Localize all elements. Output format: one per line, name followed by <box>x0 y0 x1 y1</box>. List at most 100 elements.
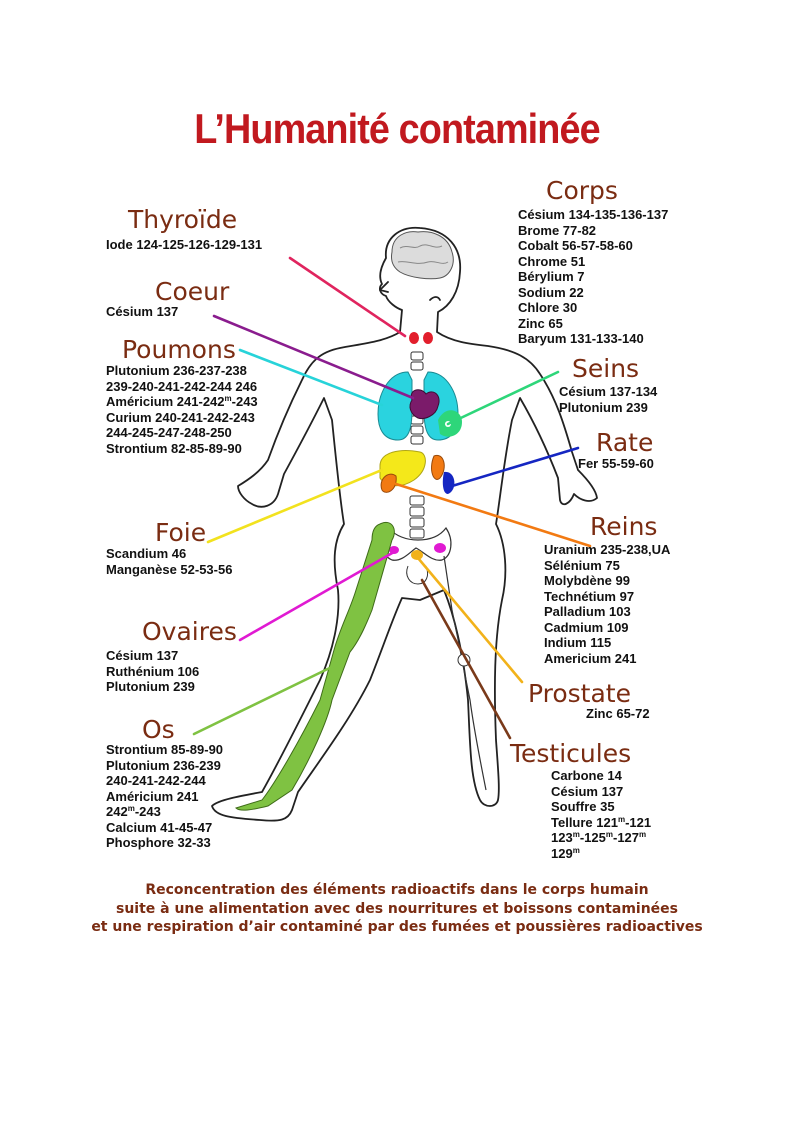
spleen-organ <box>442 471 455 494</box>
foie-label: Foie <box>155 518 207 547</box>
coeur-label: Coeur <box>155 277 230 306</box>
prostate-leader-line <box>416 556 524 684</box>
element-list-item: Plutonium 239 <box>559 399 648 415</box>
element-list-item: Plutonium 236-239 <box>106 757 221 773</box>
element-list-item: 123m-125m-127m <box>551 830 647 845</box>
prostate-label: Prostate <box>528 679 631 708</box>
element-list-item: Curium 240-241-242-243 <box>106 409 255 425</box>
element-list-item: Technétium 97 <box>544 588 635 604</box>
element-list-item: Carbone 14 <box>551 768 622 783</box>
testicules-label: Testicules <box>510 739 632 768</box>
rate-elements-list: Fer 55-59-60 <box>578 456 654 472</box>
element-list-item: Ruthénium 106 <box>106 663 200 679</box>
element-list-item: Scandium 46 <box>106 546 187 561</box>
element-list-item: Césium 134-135-136-137 <box>518 207 669 222</box>
element-list-item: Souffre 35 <box>551 799 615 814</box>
leg-bone-green <box>235 522 395 811</box>
brain-illustration <box>391 231 454 280</box>
element-list-item: Zinc 65-72 <box>586 706 650 721</box>
element-list-item: Césium 137 <box>106 648 179 663</box>
head-outline <box>211 226 598 822</box>
page-title: L’Humanité contaminée <box>194 105 600 152</box>
coeur-leader-line <box>212 314 415 400</box>
element-list-item: 244-245-247-248-250 <box>106 425 232 440</box>
coeur-elements-list: Césium 137 <box>106 304 178 320</box>
seins-label: Seins <box>572 354 640 383</box>
element-list-item: 129m <box>551 845 580 861</box>
reins-label: Reins <box>590 512 658 541</box>
os-label: Os <box>142 715 175 744</box>
element-list-item: Molybdène 99 <box>544 573 630 588</box>
os-leader-line <box>192 660 344 736</box>
kidney-left-organ <box>380 473 397 493</box>
caption-line-2: suite à une alimentation avec des nourri… <box>115 900 679 917</box>
element-list-item: Strontium 82-85-89-90 <box>106 440 242 456</box>
element-list-item: Iode 124-125-126-129-131 <box>106 237 263 252</box>
poumons-label: Poumons <box>122 335 236 364</box>
element-list-item: Américium 241 <box>106 788 199 804</box>
footer-caption: Reconcentration des éléments radioactifs… <box>0 881 794 937</box>
thyroide-leader-line <box>288 256 407 338</box>
ovaires-label: Ovaires <box>142 617 237 646</box>
reins-leader-line <box>394 482 592 548</box>
element-list-item: Césium 137 <box>551 783 624 799</box>
caption-line-1: Reconcentration des éléments radioactifs… <box>145 882 649 898</box>
poumons-leader-line <box>238 348 384 407</box>
element-list-item: Strontium 85-89-90 <box>106 742 224 757</box>
element-list-item: Plutonium 239 <box>106 679 195 694</box>
element-list-item: Tellure 121m-121 <box>551 814 652 830</box>
caption-line-3: et une respiration d’air contaminé par d… <box>91 919 703 935</box>
element-list-item: Indium 115 <box>544 635 612 650</box>
kidney-right-organ <box>431 454 445 480</box>
element-list-item: 239-240-241-242-244 246 <box>106 378 258 394</box>
element-list-item: Americium 241 <box>544 650 637 666</box>
element-list-item: Chlore 30 <box>518 300 578 315</box>
element-list-item: Manganèse 52-53-56 <box>106 561 233 577</box>
prostate-organ <box>411 550 423 560</box>
element-list-item: Brome 77-82 <box>518 222 597 238</box>
element-list-item: Césium 137-134 <box>559 384 658 399</box>
element-list-item: Plutonium 236-237-238 <box>106 363 247 378</box>
element-list-item: Zinc 65 <box>518 315 563 331</box>
rate-label: Rate <box>596 428 654 457</box>
heart-organ <box>409 389 440 419</box>
ovary-right-organ <box>434 543 446 553</box>
element-list-item: Sodium 22 <box>518 284 584 300</box>
element-list-item: Palladium 103 <box>544 604 631 619</box>
element-list-item: Phosphore 32-33 <box>106 835 211 850</box>
element-list-item: Calcium 41-45-47 <box>106 819 213 835</box>
genital-outline <box>406 565 429 585</box>
element-list-item: Américium 241-242m-243 <box>106 394 258 409</box>
ovaires-leader-line <box>238 550 396 642</box>
thyroide-label: Thyroïde <box>128 205 238 234</box>
element-list-item: Baryum 131-133-140 <box>518 331 644 346</box>
element-list-item: Cobalt 56-57-58-60 <box>518 238 633 253</box>
element-list-item: Uranium 235-238,UA <box>544 542 671 557</box>
element-list-item: Cadmium 109 <box>544 619 629 635</box>
element-list-item: 242m-243 <box>106 804 161 819</box>
thyroide-elements-list: Iode 124-125-126-129-131 <box>106 237 262 253</box>
testicules-leader-line <box>420 578 512 740</box>
prostate-elements-list: Zinc 65-72 <box>586 706 650 722</box>
lung-left-organ <box>377 371 413 441</box>
leg-bone-white <box>443 555 487 791</box>
pelvis-bone <box>382 526 452 561</box>
foie-leader-line <box>206 468 384 544</box>
element-list-item: Bérylium 7 <box>518 269 585 284</box>
rate-leader-line <box>450 446 580 488</box>
element-list-item: Fer 55-59-60 <box>578 456 654 471</box>
element-list-item: 240-241-242-244 <box>106 773 206 788</box>
seins-leader-line <box>446 370 560 426</box>
element-list-item: Césium 137 <box>106 304 179 319</box>
element-list-item: Chrome 51 <box>518 253 586 269</box>
element-list-item: Sélénium 75 <box>544 557 620 573</box>
